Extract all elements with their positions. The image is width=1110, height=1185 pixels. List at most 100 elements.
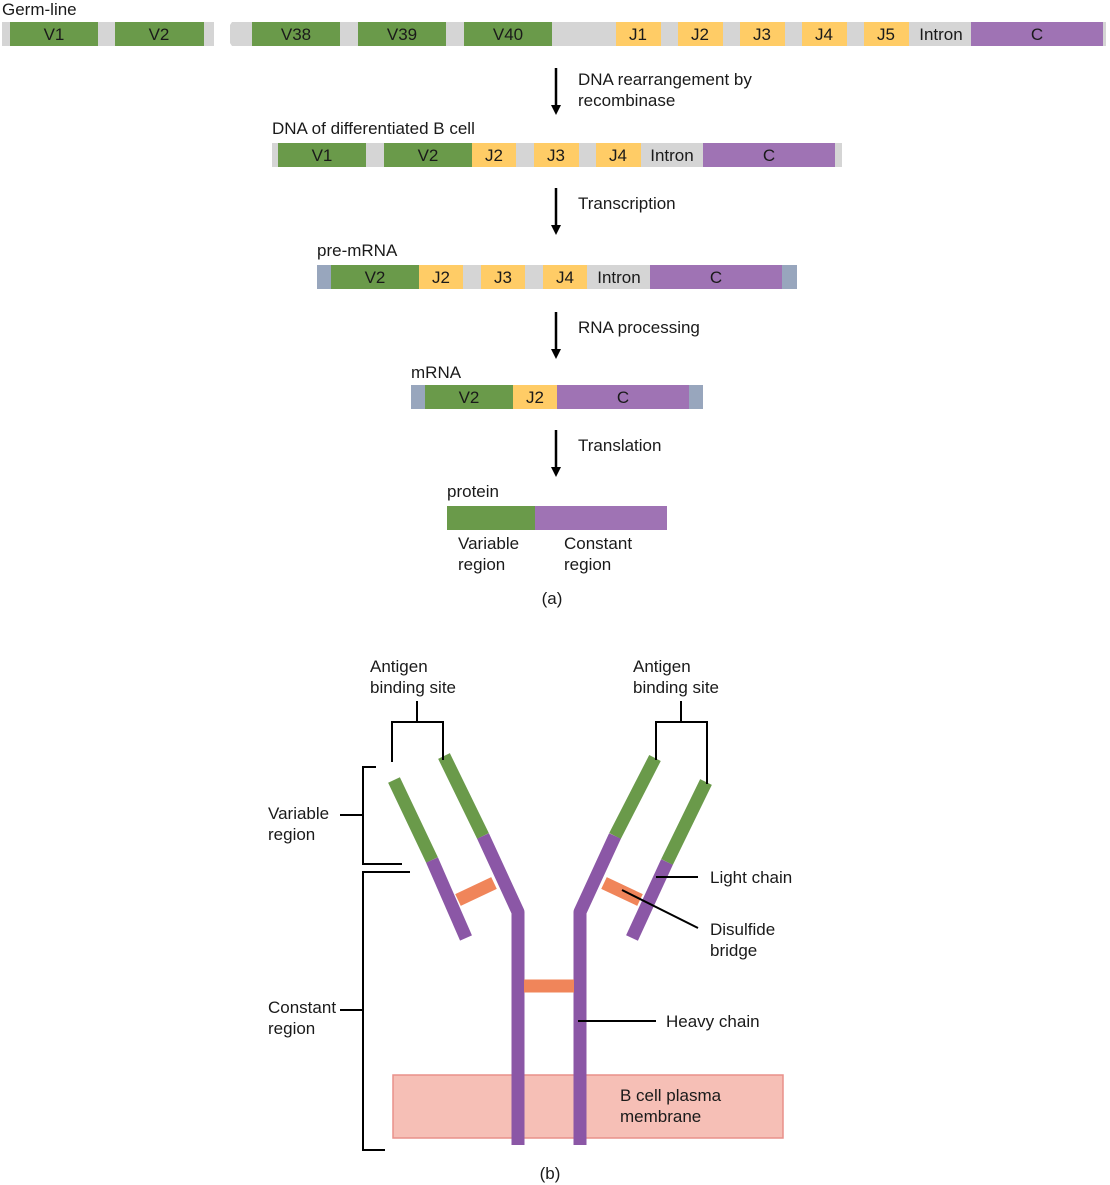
germline-seg-j4-label: J4 xyxy=(815,25,833,44)
mrna-seg-j2 xyxy=(513,385,557,409)
antigen-right-bracket xyxy=(655,701,708,784)
mrna-utr-left xyxy=(411,385,425,409)
protein-constant-block xyxy=(535,506,667,530)
membrane-label-line2: membrane xyxy=(620,1107,701,1126)
pre-mrna-seg-j4-label: J4 xyxy=(556,268,574,287)
bcell-dna-seg-v1 xyxy=(278,143,366,167)
protein-label: protein xyxy=(447,482,499,501)
bcell-dna-seg-j2-label: J2 xyxy=(485,146,503,165)
disulfide-label-line2: bridge xyxy=(710,941,757,960)
right-heavy-chain-variable xyxy=(609,755,661,839)
left-heavy-chain-variable xyxy=(438,753,489,839)
pre-mrna-seg-j3-label: J3 xyxy=(494,268,512,287)
protein-variable-block xyxy=(447,506,535,530)
antigen-left-line2: binding site xyxy=(370,678,456,697)
germline-seg-v39-label: V39 xyxy=(387,25,417,44)
bcell-dna-seg-j4 xyxy=(596,143,641,167)
germline-seg-j2 xyxy=(678,22,723,46)
bcell-dna-bar: V1 V2 J2 J3 J4 Intron C xyxy=(272,143,842,167)
light-chain-label: Light chain xyxy=(710,868,792,887)
germline-seg-v38 xyxy=(252,22,340,46)
heavy-chain-label: Heavy chain xyxy=(666,1012,760,1031)
germline-seg-j5-label: J5 xyxy=(877,25,895,44)
pre-mrna-seg-j2-label: J2 xyxy=(432,268,450,287)
germline-seg-c-label: C xyxy=(1031,25,1043,44)
mrna-utr-right xyxy=(689,385,703,409)
variable-region-line1: Variable xyxy=(268,804,329,823)
germline-seg-v1 xyxy=(10,22,98,46)
plasma-membrane xyxy=(392,1074,784,1139)
germline-seg-j2-label: J2 xyxy=(691,25,709,44)
mrna-bar: V2 J2 C xyxy=(411,385,703,409)
germline-seg-v40-label: V40 xyxy=(493,25,523,44)
part-a: Germ-line V1 V2 V38 V39 V40 J1 J2 J3 J4 … xyxy=(2,0,1106,608)
disulfide-label-line1: Disulfide xyxy=(710,920,775,939)
step-rearrangement-line2: recombinase xyxy=(578,91,675,110)
disulfide-bridge-left xyxy=(455,877,497,906)
constant-region-bracket xyxy=(340,871,410,1151)
pre-mrna-seg-j2 xyxy=(419,265,463,289)
bcell-dna-seg-v2-label: V2 xyxy=(418,146,439,165)
pre-mrna-utr-right xyxy=(782,265,797,289)
germline-bar: V1 V2 V38 V39 V40 J1 J2 J3 J4 J5 Intron … xyxy=(2,22,1106,46)
disulfide-bridge-right xyxy=(601,877,643,906)
germline-seg-j3 xyxy=(740,22,785,46)
right-heavy-chain-constant xyxy=(573,833,621,1145)
mrna-label: mRNA xyxy=(411,363,462,382)
germline-seg-j5 xyxy=(864,22,909,46)
bcell-dna-seg-v1-label: V1 xyxy=(312,146,333,165)
germline-seg-j1 xyxy=(616,22,661,46)
protein-constant-line2: region xyxy=(564,555,611,574)
pre-mrna-utr-left xyxy=(317,265,331,289)
pre-mrna-seg-v2 xyxy=(331,265,419,289)
mrna-seg-j2-label: J2 xyxy=(526,388,544,407)
membrane-label-line1: B cell plasma xyxy=(620,1086,722,1105)
bcell-dna-seg-j4-label: J4 xyxy=(609,146,627,165)
pre-mrna-seg-c-label: C xyxy=(710,268,722,287)
constant-region-line1: Constant xyxy=(268,998,336,1017)
germline-seg-v40 xyxy=(464,22,552,46)
left-light-chain-constant xyxy=(426,857,472,941)
germline-seg-intron-label: Intron xyxy=(919,25,962,44)
disulfide-pointer xyxy=(621,889,699,929)
mrna-seg-c xyxy=(557,385,689,409)
mrna-seg-v2-label: V2 xyxy=(459,388,480,407)
variable-region-line2: region xyxy=(268,825,315,844)
antigen-right-line2: binding site xyxy=(633,678,719,697)
step-translation: Translation xyxy=(578,436,661,455)
germline-seg-v39 xyxy=(358,22,446,46)
step-rna-processing: RNA processing xyxy=(578,318,700,337)
bcell-dna-seg-j3 xyxy=(534,143,579,167)
germline-seg-j1-label: J1 xyxy=(629,25,647,44)
bcell-dna-seg-j3-label: J3 xyxy=(547,146,565,165)
step-rearrangement-line1: DNA rearrangement by xyxy=(578,70,752,89)
germline-seg-j4 xyxy=(802,22,847,46)
germline-seg-v2 xyxy=(115,22,204,46)
pre-mrna-seg-v2-label: V2 xyxy=(365,268,386,287)
left-light-chain-variable xyxy=(388,777,438,863)
pre-mrna-seg-c xyxy=(650,265,782,289)
antigen-left-line1: Antigen xyxy=(370,657,428,676)
pre-mrna-label: pre-mRNA xyxy=(317,241,398,260)
right-light-chain-variable xyxy=(661,779,712,865)
bcell-dna-label: DNA of differentiated B cell xyxy=(272,119,475,138)
germline-seg-j3-label: J3 xyxy=(753,25,771,44)
bcell-dna-seg-j2 xyxy=(472,143,516,167)
bcell-dna-seg-c xyxy=(703,143,835,167)
variable-region-bracket xyxy=(340,766,402,865)
pre-mrna-seg-j3 xyxy=(481,265,525,289)
mrna-seg-c-label: C xyxy=(617,388,629,407)
caption-b: (b) xyxy=(540,1164,561,1183)
germline-seg-v38-label: V38 xyxy=(281,25,311,44)
caption-a: (a) xyxy=(542,589,563,608)
right-light-chain-constant xyxy=(626,859,673,941)
protein-constant-line1: Constant xyxy=(564,534,632,553)
bcell-dna-seg-v2 xyxy=(384,143,472,167)
left-heavy-chain-constant xyxy=(477,833,525,1145)
protein-variable-line1: Variable xyxy=(458,534,519,553)
pre-mrna-bar: V2 J2 J3 J4 Intron C xyxy=(317,265,797,289)
bcell-dna-seg-c-label: C xyxy=(763,146,775,165)
germline-label: Germ-line xyxy=(2,0,77,19)
protein-variable-line2: region xyxy=(458,555,505,574)
pre-mrna-seg-j4 xyxy=(543,265,587,289)
